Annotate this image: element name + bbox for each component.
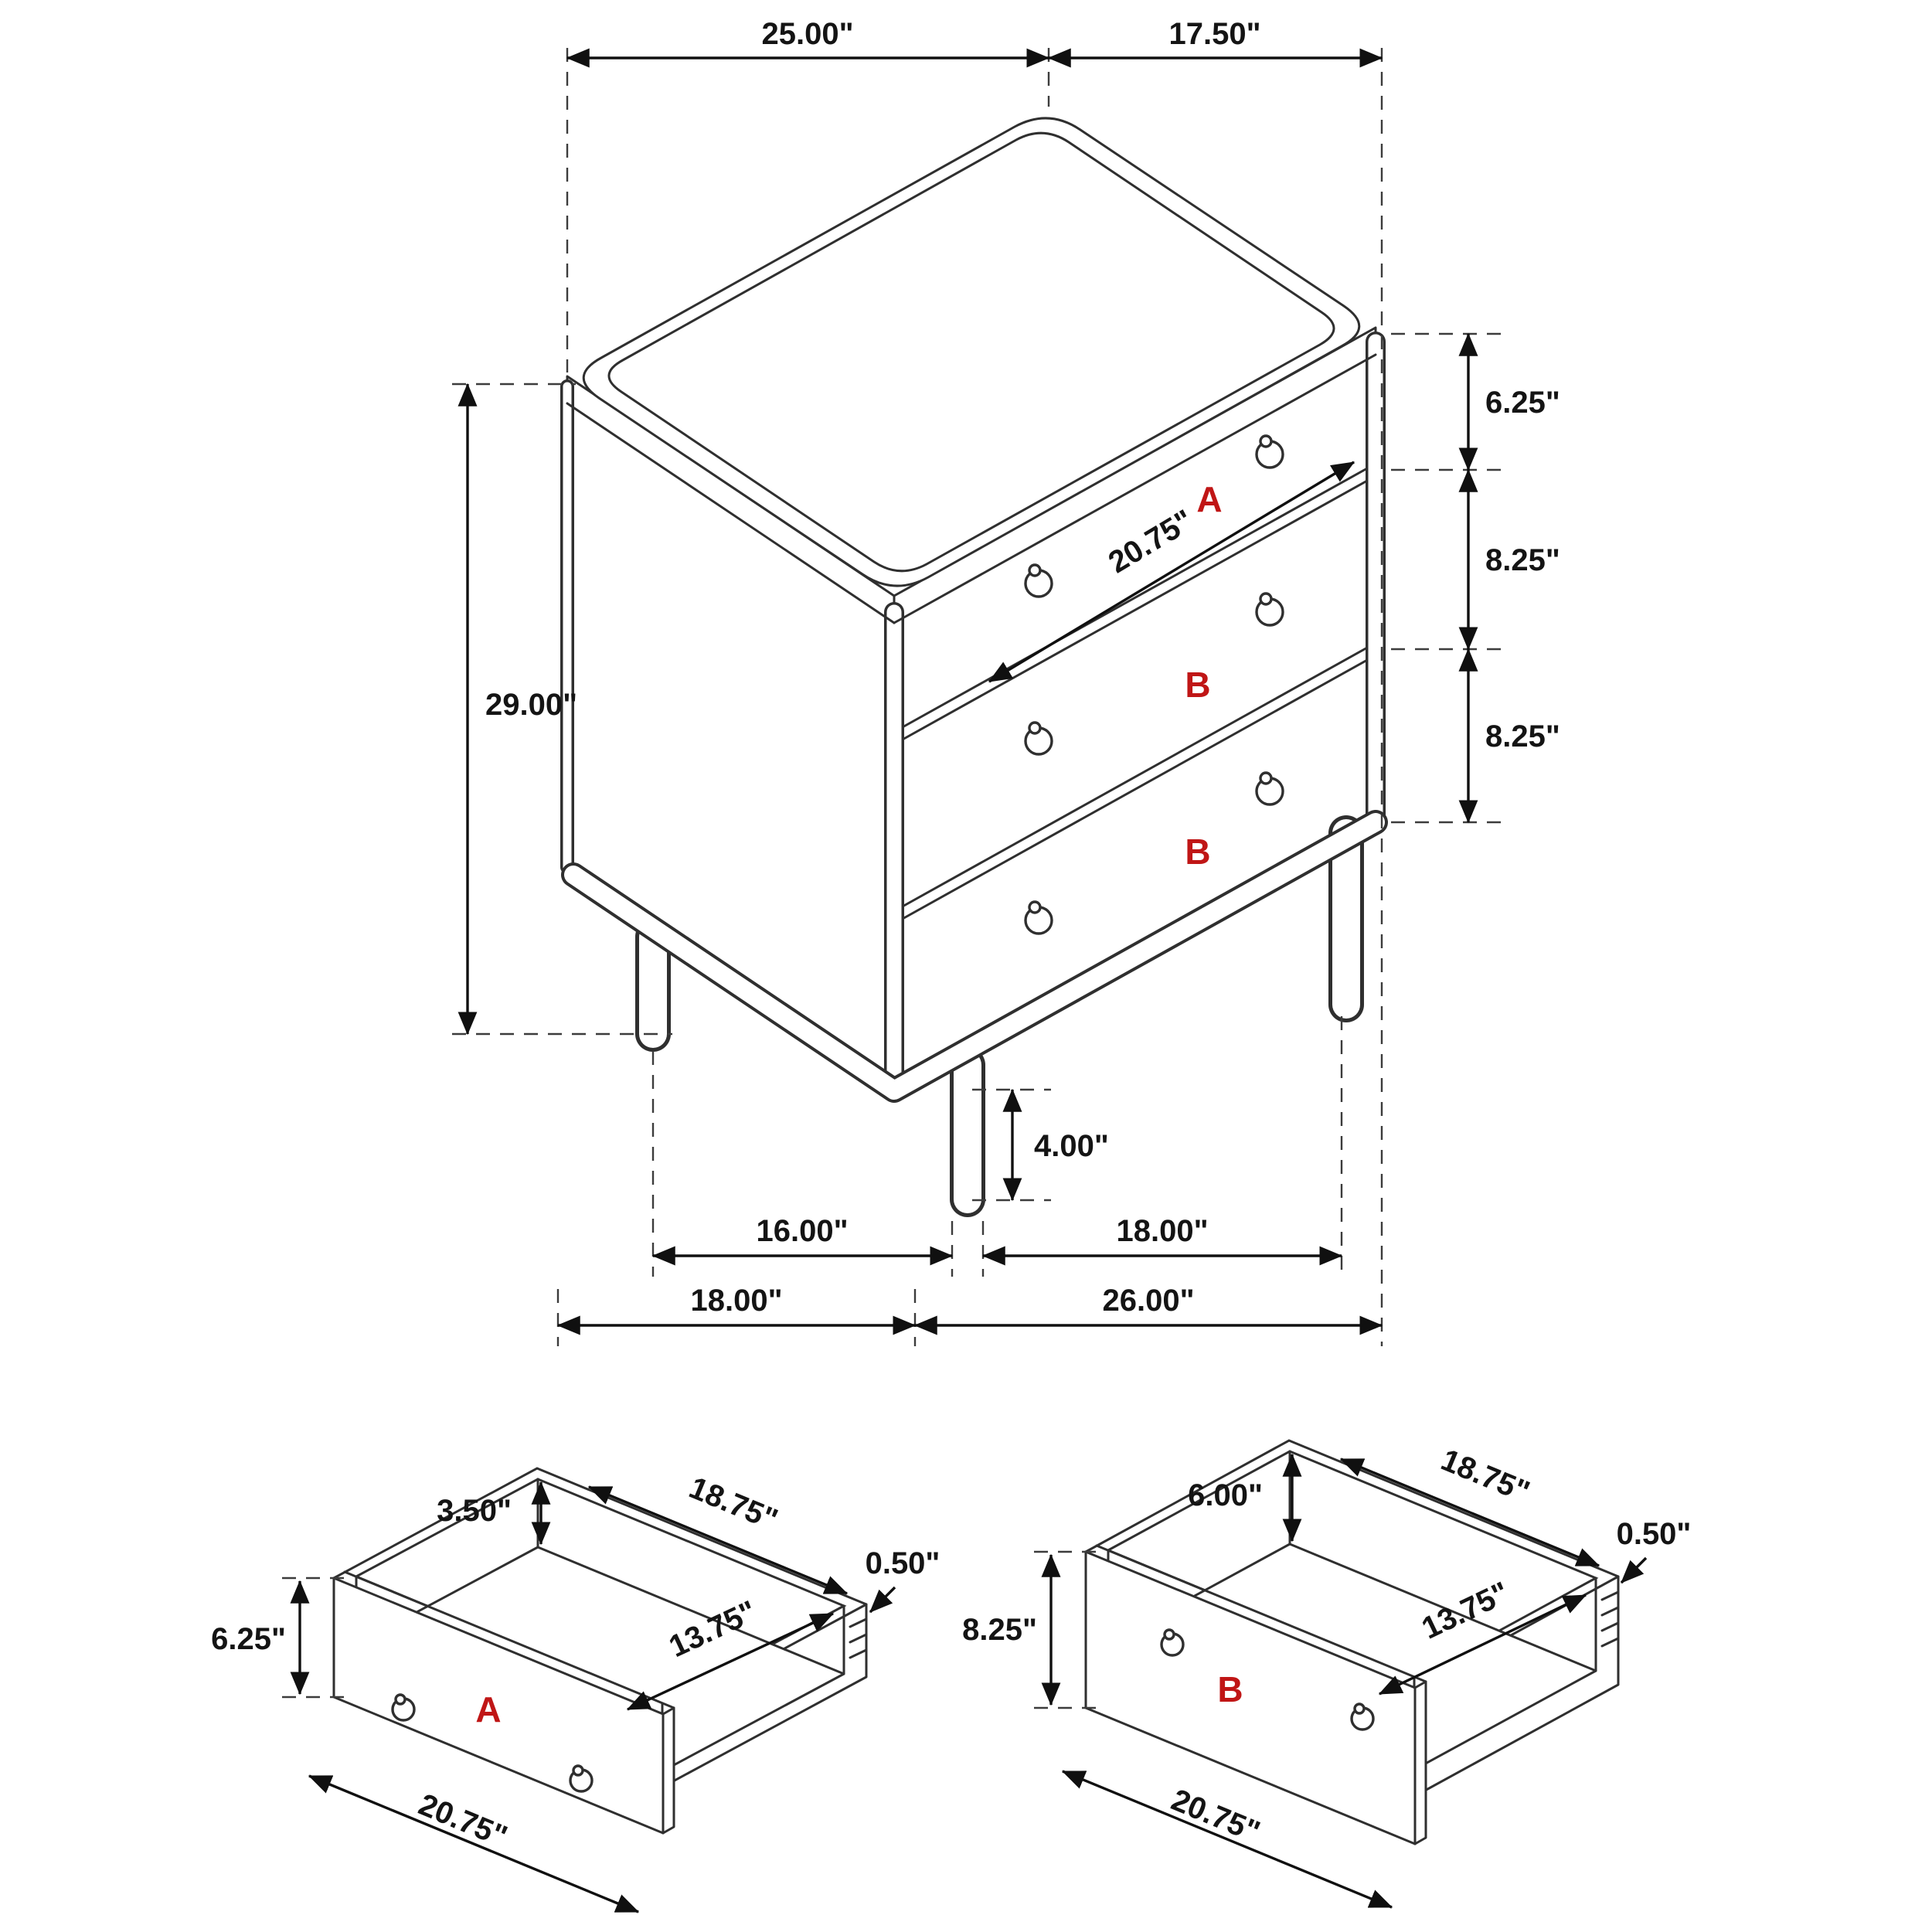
drawer-a-front-top-edge xyxy=(343,1570,675,1709)
knob xyxy=(391,1693,416,1722)
drawer-a-front-end-cap xyxy=(662,1706,675,1835)
knob xyxy=(1160,1628,1185,1657)
legs xyxy=(635,815,1364,1217)
knob xyxy=(1350,1702,1375,1731)
drawer-a-dovetail-marks xyxy=(849,1617,868,1659)
dim-b-interior-height: 6.00" xyxy=(1188,1478,1263,1512)
main-dimensions: 25.00" 17.50" 6.25" 8.25" 8.25" 29.00" 2… xyxy=(452,17,1560,1346)
corner-posts xyxy=(560,332,1386,1090)
chest-top-panel-inner-edge xyxy=(607,131,1335,573)
dim-drawer-a-height: 6.25" xyxy=(1485,386,1560,420)
dim-b-side-thickness: 0.50" xyxy=(1617,1517,1692,1551)
drawer-a-view-label: A xyxy=(475,1689,501,1730)
knob xyxy=(1024,900,1053,935)
knob xyxy=(1024,721,1053,756)
drawer-b-dovetail-marks xyxy=(1600,1590,1620,1648)
dim-b-front-height: 8.25" xyxy=(962,1613,1037,1647)
leader-a-side-thickness xyxy=(869,1586,896,1614)
dim-line-b-interior-width xyxy=(1339,1458,1600,1567)
dim-line-a-front-width xyxy=(308,1774,640,1913)
drawer-b2-label: B xyxy=(1185,832,1210,872)
dim-line-b-front-width xyxy=(1061,1770,1393,1909)
drawer-b-front-top-edge xyxy=(1095,1544,1427,1683)
drawer-b-view-label: B xyxy=(1217,1669,1243,1709)
dim-overall-width: 26.00" xyxy=(1102,1284,1194,1318)
drawer-a-label: A xyxy=(1196,479,1222,519)
dim-leg-spacing-depth: 16.00" xyxy=(756,1214,848,1248)
dim-drawer-b2-height: 8.25" xyxy=(1485,719,1560,753)
drawer-b-front-end-cap xyxy=(1413,1680,1427,1845)
dim-top-depth: 17.50" xyxy=(1168,17,1260,51)
dim-line-a-interior-depth xyxy=(626,1612,835,1711)
leader-b-side-thickness xyxy=(1620,1556,1648,1584)
drawer-a-detail: A 3.50" 18.75" 0.50" 6.25" 13.75" 20.75" xyxy=(211,1467,940,1913)
drawer-b1-label: B xyxy=(1185,665,1210,705)
dim-line-drawer-front-width xyxy=(988,461,1355,683)
dim-line-b-interior-depth xyxy=(1378,1594,1587,1696)
knob xyxy=(1255,434,1284,469)
bottom-rails xyxy=(561,810,1388,1103)
dim-line-a-interior-width xyxy=(587,1485,849,1595)
dim-overall-height: 29.00" xyxy=(485,688,577,722)
dim-a-side-thickness: 0.50" xyxy=(866,1546,940,1580)
dim-leg-height: 4.00" xyxy=(1034,1129,1109,1163)
dim-leg-spacing-width: 18.00" xyxy=(1116,1214,1208,1248)
top-rail-left xyxy=(566,402,896,624)
knob xyxy=(1255,771,1284,806)
dim-a-front-height: 6.25" xyxy=(211,1622,286,1656)
chest-top-panel xyxy=(582,117,1361,587)
dim-drawer-b1-height: 8.25" xyxy=(1485,543,1560,577)
dim-overall-depth: 18.00" xyxy=(690,1284,782,1318)
dim-top-width: 25.00" xyxy=(761,17,853,51)
dim-a-interior-height: 3.50" xyxy=(437,1494,512,1528)
